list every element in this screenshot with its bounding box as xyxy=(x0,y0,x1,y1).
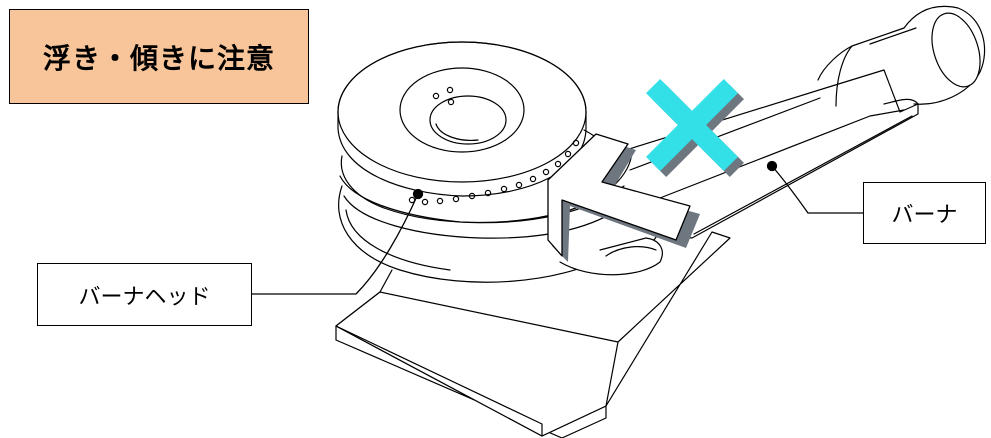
warning-title: 浮き・傾きに注意 xyxy=(9,9,309,104)
label-burner: バーナ xyxy=(863,182,986,244)
label-burner-head: バーナヘッド xyxy=(37,263,252,326)
